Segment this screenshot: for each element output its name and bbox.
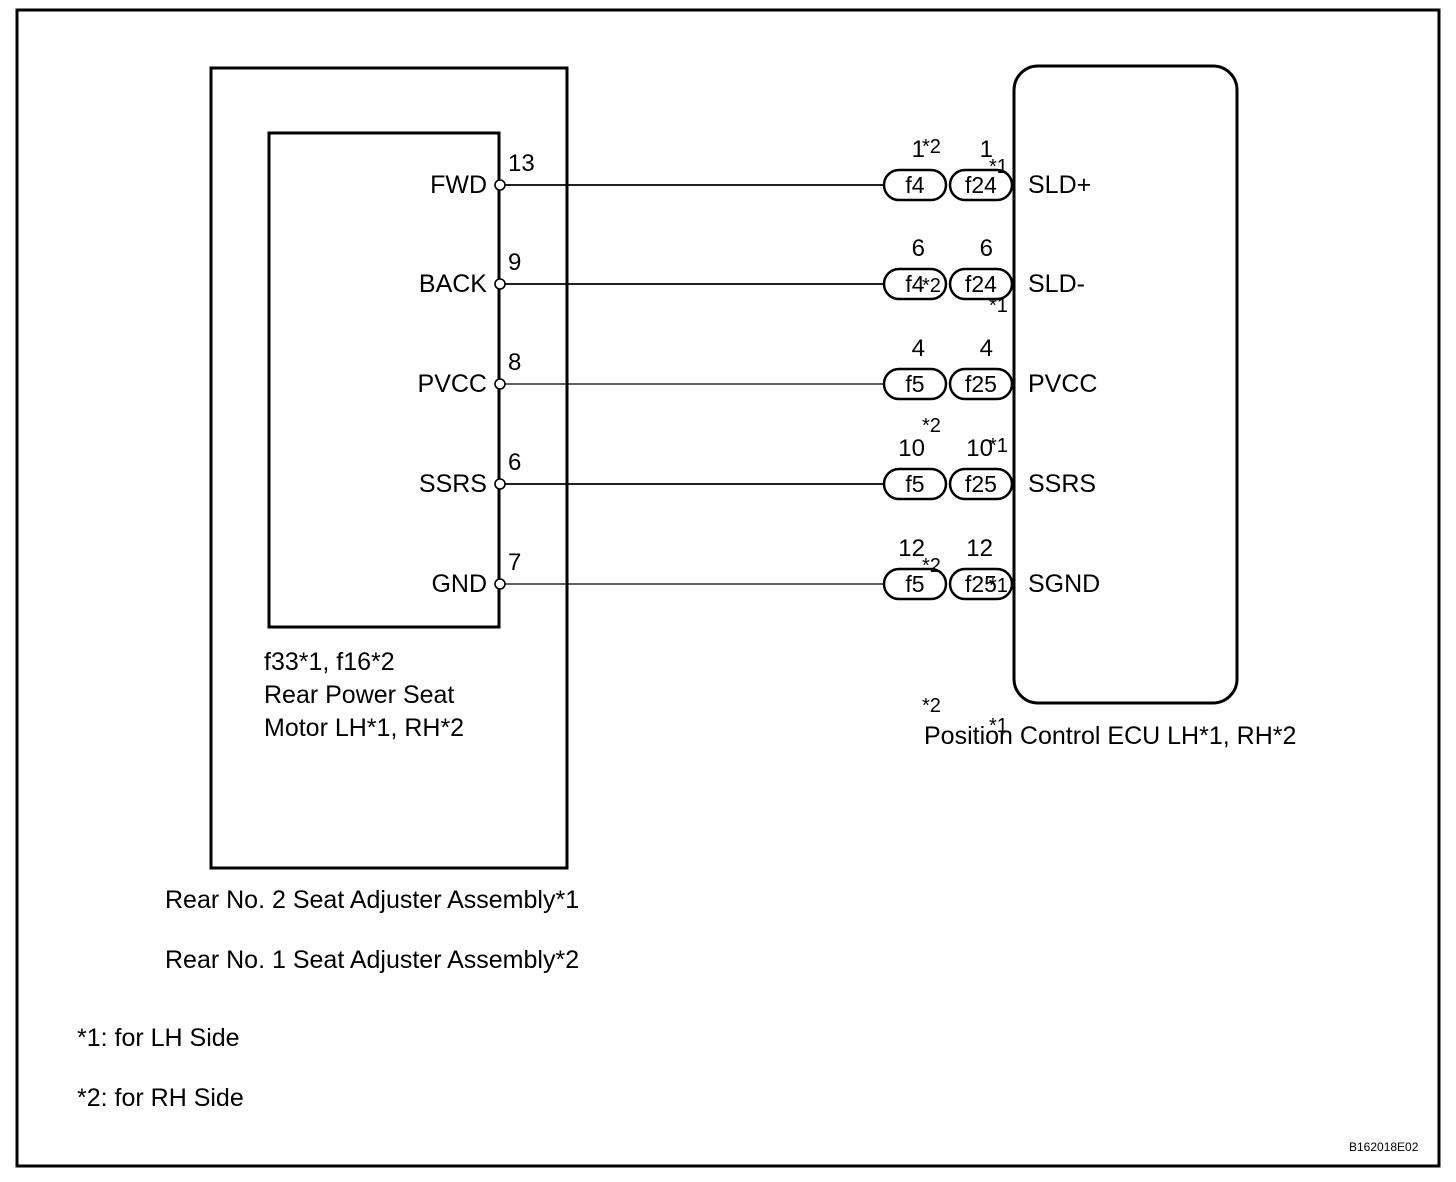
connector-lh-pin-number: 12 — [966, 535, 993, 562]
motor-pin-number: 13 — [508, 150, 535, 177]
connector-lh-mark: *1 — [989, 575, 1008, 597]
connector-lh — [948, 467, 1014, 501]
connector-rh-mark: *2 — [922, 275, 941, 297]
motor-pin-name: FWD — [430, 171, 487, 199]
connector-lh-mark: *1 — [989, 295, 1008, 317]
motor-pin-name: BACK — [418, 270, 487, 298]
motor-caption-line-1: f33*1, f16*2 — [264, 648, 395, 676]
motor-pin-number: 8 — [508, 349, 522, 376]
motor-pin-name: SSRS — [418, 470, 487, 498]
ecu-pin-name: SLD+ — [1028, 171, 1092, 199]
ecu-caption: Position Control ECU LH*1, RH*2 — [924, 722, 1297, 750]
connector-lh-label: f25 — [965, 471, 997, 497]
ecu-pin-name: SSRS — [1028, 470, 1097, 498]
connector-rh-pin-number: 10 — [898, 435, 925, 462]
terminal-pin-icon — [494, 278, 506, 290]
connector-rh-label: f4 — [905, 271, 925, 297]
connector-rh-label: f4 — [905, 172, 925, 198]
connector-rh-mark: *2 — [922, 415, 941, 437]
connector-rh — [882, 168, 948, 202]
connector-rh — [882, 467, 948, 501]
connector-lh — [948, 168, 1014, 202]
connector-lh-label: f25 — [965, 371, 997, 397]
ecu-pin-name: SLD- — [1028, 270, 1085, 298]
connector-rh-pin-number: 6 — [911, 235, 925, 262]
terminal-pin-icon — [494, 578, 506, 590]
connector-lh-mark: *1 — [989, 435, 1008, 457]
connector-lh — [948, 567, 1014, 601]
assembly-caption-rh: Rear No. 1 Seat Adjuster Assembly*2 — [165, 946, 580, 974]
connector-rh-mark: *2 — [922, 555, 941, 577]
seat-adjuster-assembly-box — [209, 66, 569, 870]
figure-id: B162018E02 — [1349, 1140, 1419, 1154]
connector-lh-mark: *1 — [989, 715, 1008, 737]
motor-pin-name: GND — [431, 570, 487, 598]
motor-pin-name: PVCC — [417, 370, 487, 398]
connector-rh-pin-number: 12 — [898, 535, 925, 562]
connector-lh-label: f24 — [965, 271, 997, 297]
motor-caption-line-2: Rear Power Seat — [264, 681, 455, 709]
wire-layer — [494, 168, 1014, 601]
connector-lh-pin-number: 1 — [979, 136, 993, 163]
connector-lh-mark: *1 — [989, 156, 1008, 178]
motor-pin-number: 6 — [508, 449, 522, 476]
connector-lh-pin-number: 10 — [966, 435, 993, 462]
connector-lh-pin-number: 6 — [979, 235, 993, 262]
note-lh-side: *1: for LH Side — [77, 1024, 240, 1052]
connector-rh-label: f5 — [905, 571, 925, 597]
note-rh-side: *2: for RH Side — [77, 1084, 244, 1112]
motor-caption-line-3: Motor LH*1, RH*2 — [264, 714, 465, 742]
connector-rh-pin-number: 4 — [911, 335, 925, 362]
outer-frame — [15, 8, 1441, 1168]
terminal-pin-icon — [494, 179, 506, 191]
motor-pin-number: 9 — [508, 249, 522, 276]
motor-pin-number: 7 — [508, 549, 522, 576]
connector-rh-label: f5 — [905, 371, 925, 397]
connector-rh-mark: *2 — [922, 136, 941, 158]
connector-lh-label: f24 — [965, 172, 997, 198]
assembly-caption-lh: Rear No. 2 Seat Adjuster Assembly*1 — [165, 886, 580, 914]
connector-lh — [948, 267, 1014, 301]
connector-lh-label: f25 — [965, 571, 997, 597]
connector-rh — [882, 267, 948, 301]
connector-rh — [882, 567, 948, 601]
terminal-pin-icon — [494, 478, 506, 490]
position-control-ecu-box — [1012, 64, 1239, 705]
connector-rh-mark: *2 — [922, 695, 941, 717]
connector-lh — [948, 367, 1014, 401]
terminal-pin-icon — [494, 378, 506, 390]
connector-rh-label: f5 — [905, 471, 925, 497]
connector-lh-pin-number: 4 — [979, 335, 993, 362]
ecu-pin-name: SGND — [1028, 570, 1101, 598]
connector-rh-pin-number: 1 — [911, 136, 925, 163]
connector-rh — [882, 367, 948, 401]
ecu-pin-name: PVCC — [1028, 370, 1098, 398]
